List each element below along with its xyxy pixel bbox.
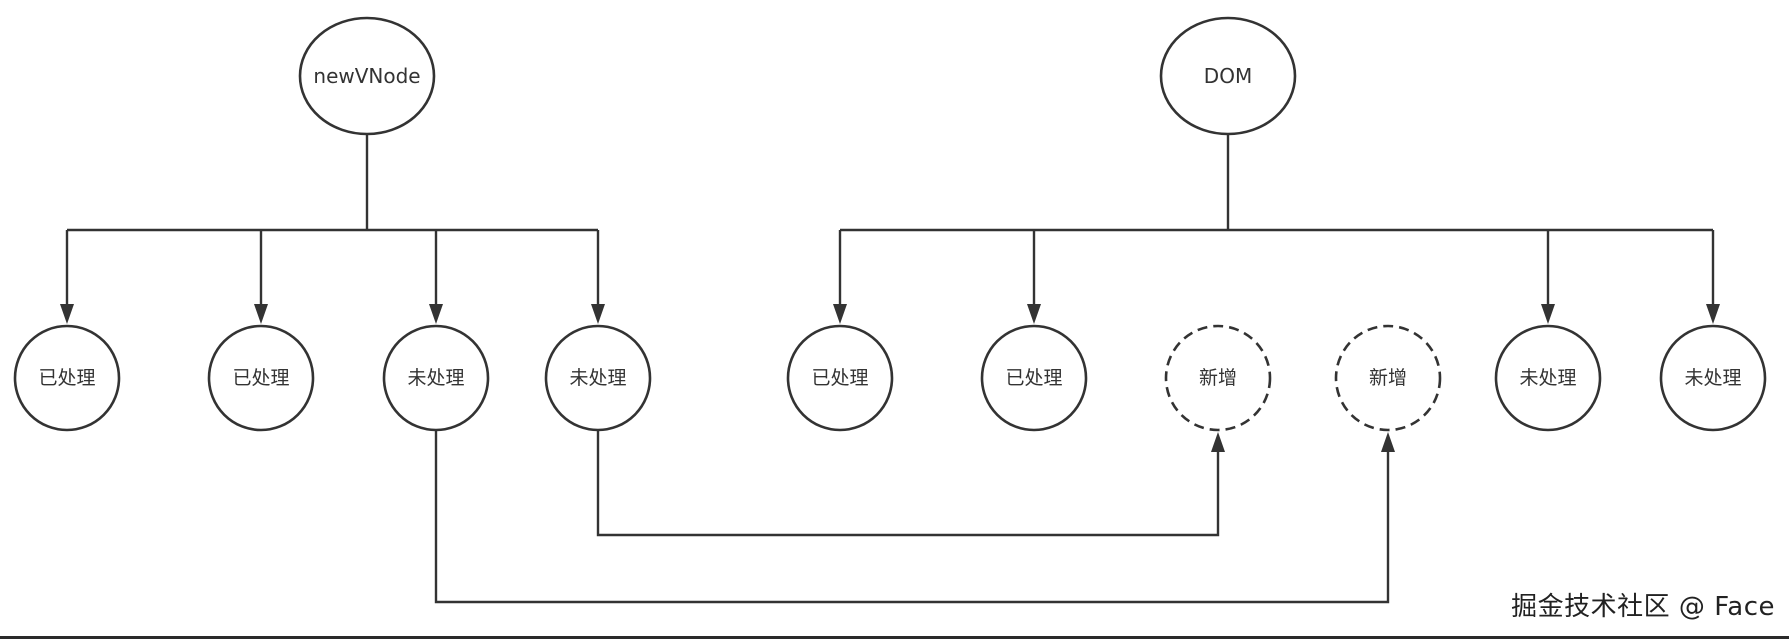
- dom_root-to-d5-arrowhead: [1541, 304, 1555, 324]
- node-d4-shape: [1334, 324, 1442, 432]
- node-d6-shape: [1659, 324, 1767, 432]
- v4-to-d3-connector: [596, 430, 1220, 537]
- node-d3: 新增: [1164, 324, 1272, 432]
- node-d4: 新增: [1334, 324, 1442, 432]
- node-v4: 未处理: [544, 324, 652, 432]
- vnode_root-to-v2-arrowhead: [254, 304, 268, 324]
- dom_root-to-d1-arrowhead: [833, 304, 847, 324]
- vnode_root-to-v3-arrowhead: [429, 304, 443, 324]
- node-v4-shape: [544, 324, 652, 432]
- edges-layer: [60, 134, 1720, 604]
- node-vnode_root-shape: [298, 16, 436, 136]
- node-d6-label: 未处理: [1684, 367, 1741, 389]
- node-v1-shape: [13, 324, 121, 432]
- node-d3-shape: [1164, 324, 1272, 432]
- node-d3-label: 新增: [1199, 367, 1237, 389]
- node-d4-label: 新增: [1369, 367, 1407, 389]
- node-d1-shape: [786, 324, 894, 432]
- node-dom_root-label: DOM: [1204, 64, 1252, 88]
- vnode_root-to-v1-arrowhead: [60, 304, 74, 324]
- node-v1-label: 已处理: [38, 367, 95, 389]
- node-d1-label: 已处理: [811, 367, 868, 389]
- node-dom_root: DOM: [1159, 16, 1297, 136]
- node-v3-shape: [382, 324, 490, 432]
- bottom-divider: [0, 636, 1789, 639]
- node-v2: 已处理: [207, 324, 315, 432]
- node-d5-label: 未处理: [1519, 367, 1576, 389]
- dom_root-to-d2-arrowhead: [1027, 304, 1041, 324]
- watermark-text: 掘金技术社区 @ Face: [1511, 592, 1775, 622]
- node-v4-label: 未处理: [569, 367, 626, 389]
- node-v3-label: 未处理: [407, 367, 464, 389]
- vnode_root-to-v4-arrowhead: [591, 304, 605, 324]
- node-v2-shape: [207, 324, 315, 432]
- v3-to-d4-arrowhead: [1381, 432, 1395, 452]
- nodes-layer: newVNode DOM 已处理 已处理 未处理 未处理 已处理 已处理 新增 新增 未处理 未处理: [13, 16, 1767, 432]
- v3-to-d4-connector: [434, 430, 1390, 604]
- node-d2: 已处理: [980, 324, 1088, 432]
- dom_root-to-d6-arrowhead: [1706, 304, 1720, 324]
- node-dom_root-shape: [1159, 16, 1297, 136]
- node-v2-label: 已处理: [232, 367, 289, 389]
- node-vnode_root-label: newVNode: [313, 64, 420, 88]
- node-d6: 未处理: [1659, 324, 1767, 432]
- node-d1: 已处理: [786, 324, 894, 432]
- node-d2-shape: [980, 324, 1088, 432]
- node-vnode_root: newVNode: [298, 16, 436, 136]
- node-v3: 未处理: [382, 324, 490, 432]
- node-d2-label: 已处理: [1005, 367, 1062, 389]
- v4-to-d3-arrowhead: [1211, 432, 1225, 452]
- node-v1: 已处理: [13, 324, 121, 432]
- node-d5: 未处理: [1494, 324, 1602, 432]
- node-d5-shape: [1494, 324, 1602, 432]
